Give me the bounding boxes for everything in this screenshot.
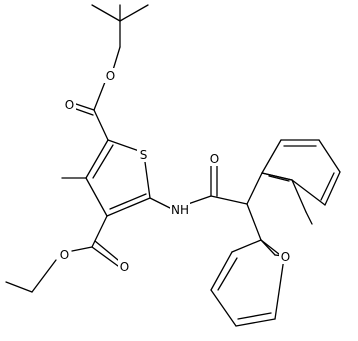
bond (210, 289, 237, 327)
bond (106, 197, 151, 217)
ester2-carbonyl-oxygen-label: O (120, 260, 129, 274)
ester1-ether-oxygen-label: O (106, 69, 115, 83)
bond (31, 259, 57, 293)
bond (237, 312, 272, 320)
ester2-ether-oxygen-label: O (60, 248, 69, 262)
bond (318, 139, 341, 173)
bond (246, 172, 263, 205)
bond (5, 281, 33, 293)
bond-lines (5, 4, 341, 327)
bond (91, 215, 108, 248)
amide-oxygen-label: O (210, 152, 219, 166)
thiophene-sulfur-label: S (140, 148, 148, 162)
bond (291, 179, 326, 206)
bond (93, 109, 109, 141)
bond (291, 179, 307, 213)
bond (305, 211, 313, 225)
bond (261, 139, 282, 174)
amide-nitrogen-label: NH (171, 203, 189, 217)
bond (149, 197, 171, 209)
bond (107, 139, 143, 153)
bond (246, 203, 262, 241)
bond (93, 81, 106, 111)
bond (112, 46, 121, 71)
atom-labels: O O S O O NH O O (58, 68, 292, 274)
bond (144, 161, 151, 199)
bond (71, 246, 93, 252)
bond (85, 139, 109, 179)
bond (75, 108, 94, 116)
bond (274, 257, 285, 320)
bond (94, 240, 119, 261)
xanthene-oxygen-label: O (281, 250, 290, 264)
bond (210, 251, 233, 291)
bond (320, 172, 335, 201)
ester1-carbonyl-oxygen-label: O (65, 98, 74, 112)
bond (187, 195, 212, 205)
bond (92, 144, 114, 179)
bond (235, 318, 276, 327)
bond (109, 193, 147, 210)
bond (91, 4, 121, 22)
bond (91, 246, 119, 267)
bond (210, 195, 248, 205)
bond (261, 172, 293, 181)
bond (268, 175, 290, 182)
bond (217, 257, 238, 291)
bond (75, 103, 95, 111)
bond (119, 4, 149, 22)
bond (231, 239, 262, 253)
bond (324, 171, 341, 206)
bond (85, 177, 108, 217)
